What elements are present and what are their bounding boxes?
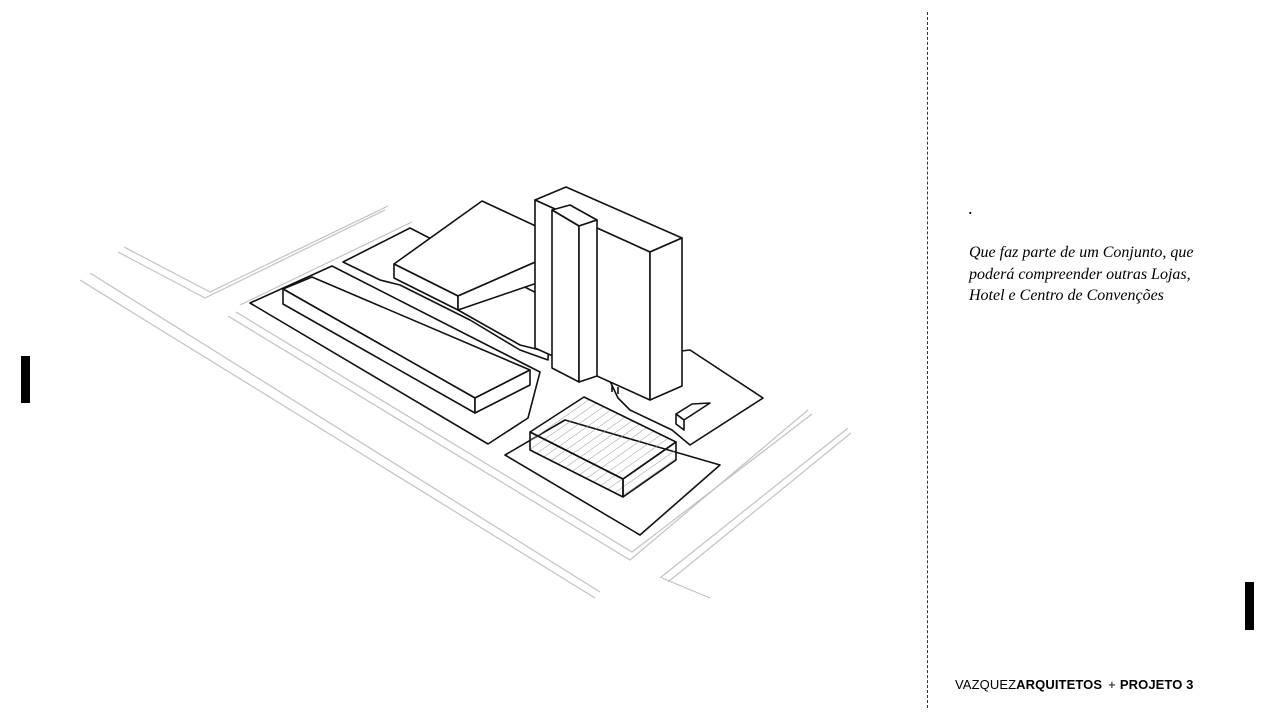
small-kiosk [675, 402, 711, 431]
caption-line: Hotel e Centro de Convenções [969, 287, 1164, 304]
accent-bar-right [1245, 582, 1254, 630]
dashed-divider [927, 12, 928, 708]
accent-bar-left [21, 356, 30, 403]
road-lines [79, 205, 852, 599]
plus-sign: + [1108, 677, 1116, 692]
firm-name-bold: ARQUITETOS [1016, 677, 1103, 692]
hatched-block [529, 396, 677, 498]
caption-dot: . [968, 198, 973, 218]
caption-line: poderá compreender outras Lojas, [969, 265, 1191, 283]
long-block [282, 276, 531, 414]
project-label: PROJETO 3 [1119, 677, 1194, 692]
footer-credit: VAZQUEZARQUITETOS +PROJETO 3 [955, 677, 1193, 692]
caption-text: Que faz parte de um Conjunto, que poderá… [969, 242, 1228, 307]
firm-name-light: VAZQUEZ [955, 677, 1017, 692]
isometric-site-diagram [79, 186, 852, 599]
tower-fin [551, 204, 598, 383]
caption-line: Que faz parte de um Conjunto, que [969, 244, 1194, 261]
